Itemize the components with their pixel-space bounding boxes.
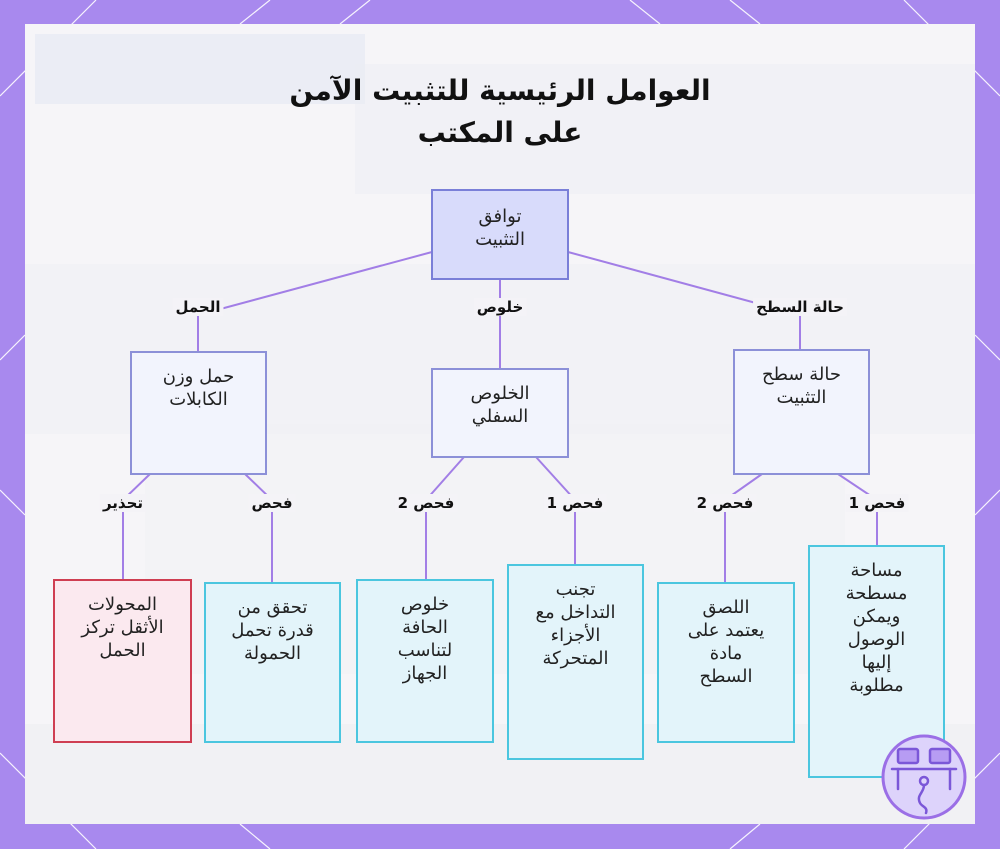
title-line-1: العوامل الرئيسية للتثبيت الآمن [289, 74, 711, 107]
node-cable-weight: حمل وزن الكابلات [130, 351, 267, 475]
node-avoid-moving-parts: تجنب التداخل مع الأجزاء المتحركة [507, 564, 644, 760]
diagram-title: العوامل الرئيسية للتثبيت الآمن على المكت… [0, 70, 1000, 154]
edge-surface-adhesive [724, 473, 763, 583]
node-adhesive-material: اللصق يعتمد على مادة السطح [657, 582, 795, 743]
edge-cable-warning [122, 473, 151, 580]
edge-clearance-edge [425, 456, 465, 580]
node-surface-condition: حالة سطح التثبيت [733, 349, 870, 475]
desk-mount-logo-icon [881, 734, 967, 820]
edge-label-check-1: فحص 1 [543, 494, 607, 512]
node-mount-compatibility: توافق التثبيت [431, 189, 569, 280]
edge-label-check-2: فحص 2 [394, 494, 458, 512]
node-bottom-clearance: الخلوص السفلي [431, 368, 569, 458]
edge-label-check: فحص [248, 494, 296, 512]
edge-label-surface: حالة السطح [753, 298, 847, 316]
edge-label-warning: تحذير [99, 494, 147, 512]
edge-label-surface-check-1: فحص 1 [845, 494, 909, 512]
edge-label-clearance: خلوص [473, 298, 527, 316]
edge-root-cable [197, 251, 433, 352]
edge-label-surface-check-2: فحص 2 [693, 494, 757, 512]
node-check-load-capacity: تحقق من قدرة تحمل الحمولة [204, 582, 341, 743]
node-edge-clearance: خلوص الحافة لتناسب الجهاز [356, 579, 494, 743]
edge-cable-check [244, 473, 273, 583]
node-heavy-adapters-warning: المحولات الأثقل تركز الحمل [53, 579, 192, 743]
edge-label-load: الحمل [172, 298, 224, 316]
title-line-2: على المكتب [417, 116, 583, 149]
